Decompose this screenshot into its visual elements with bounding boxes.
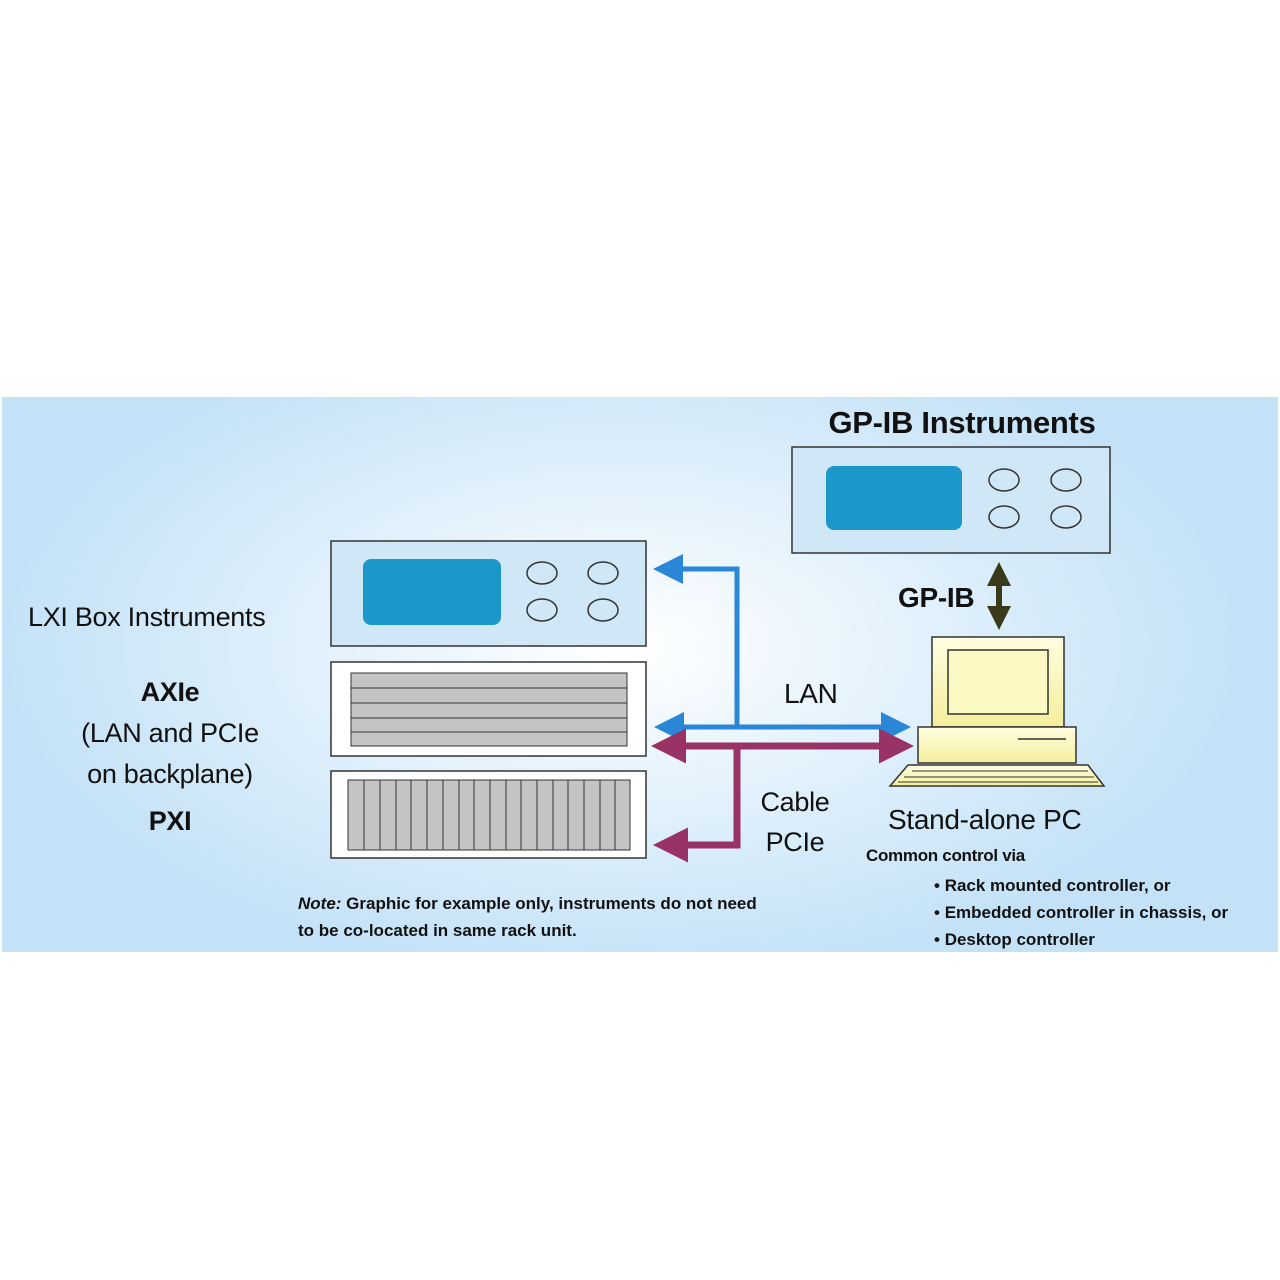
pc-icon xyxy=(888,636,1106,787)
common-control-label: Common control via xyxy=(866,846,1025,865)
gpib-knob-icon xyxy=(988,505,1020,529)
pxi-chassis xyxy=(330,770,647,859)
gpib-knob-icon xyxy=(1050,468,1082,492)
controller-list: Rack mounted controller, or Embedded con… xyxy=(934,872,1228,953)
standalone-pc-label: Stand-alone PC xyxy=(888,804,1082,835)
lxi-display xyxy=(363,559,501,625)
axie-subtitle-1: (LAN and PCIe xyxy=(81,718,259,748)
axie-label: AXIe (LAN and PCIe on backplane) xyxy=(60,672,280,795)
controller-item-desktop: Desktop controller xyxy=(934,926,1228,953)
lxi-box-label-text: LXI Box Instruments xyxy=(28,602,266,632)
pc-case xyxy=(917,726,1077,764)
controller-item-rack: Rack mounted controller, or xyxy=(934,872,1228,899)
lxi-knob-icon xyxy=(526,561,558,585)
keyboard-icon xyxy=(888,764,1106,787)
axie-subtitle-2: on backplane) xyxy=(87,759,253,789)
axie-chassis xyxy=(330,661,647,757)
cable-label: Cable xyxy=(760,787,830,817)
pxi-label: PXI xyxy=(148,806,192,836)
gpib-instruments-title: GP-IB Instruments xyxy=(828,405,1096,440)
lxi-knob-icon xyxy=(587,598,619,622)
pcie-connection xyxy=(651,728,914,863)
note-text: Note: Graphic for example only, instrume… xyxy=(298,890,768,944)
gpib-knob-icon xyxy=(988,468,1020,492)
lxi-box-instrument xyxy=(330,540,647,647)
lan-label: LAN xyxy=(784,678,838,709)
lan-arrow-to-lxi xyxy=(653,554,740,727)
lxi-box-label: LXI Box Instruments xyxy=(28,602,266,633)
pcie-arrow-to-pxi xyxy=(653,746,741,863)
pcie-label: PCIe xyxy=(765,827,825,857)
gpib-knob-icon xyxy=(1050,505,1082,529)
gpib-instrument xyxy=(791,446,1111,554)
axie-title: AXIe xyxy=(140,677,200,707)
lan-connection xyxy=(653,554,911,742)
lxi-knob-icon xyxy=(526,598,558,622)
controller-item-embedded: Embedded controller in chassis, or xyxy=(934,899,1228,926)
note-label: Note: xyxy=(298,894,342,913)
pc-screen xyxy=(947,649,1049,715)
cable-pcie-label: Cable PCIe xyxy=(755,782,835,862)
gpib-display xyxy=(826,466,962,530)
lxi-knob-icon xyxy=(587,561,619,585)
gpib-label: GP-IB xyxy=(898,582,975,613)
note-body: Graphic for example only, instruments do… xyxy=(298,894,757,940)
